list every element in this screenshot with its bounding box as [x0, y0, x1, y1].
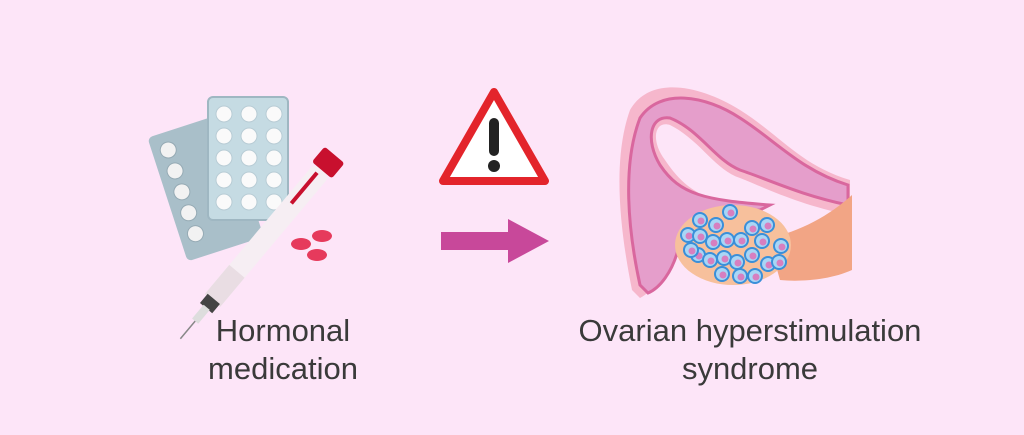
tablet	[215, 149, 233, 167]
tablet	[186, 225, 204, 243]
follicle	[773, 238, 789, 254]
follicle	[732, 268, 748, 284]
follicle	[716, 250, 732, 266]
right-arrow-icon	[441, 219, 549, 263]
tablet	[265, 127, 283, 145]
label-line-1: Hormonal	[215, 313, 351, 348]
tablet	[240, 171, 258, 189]
tablet	[215, 105, 233, 123]
tablet	[215, 193, 233, 211]
tablet	[215, 127, 233, 145]
tablet	[265, 171, 283, 189]
follicle	[744, 220, 760, 236]
hormonal-medication-label: Hormonal medication	[163, 312, 403, 388]
tablet	[265, 193, 283, 211]
tablet	[240, 193, 258, 211]
warning-triangle-icon	[439, 88, 549, 185]
label-line-1: Ovarian hyperstimulation	[578, 313, 922, 348]
tablet	[240, 105, 258, 123]
follicle	[714, 266, 730, 282]
follicle	[719, 232, 735, 248]
follicle	[705, 234, 721, 250]
tablet	[265, 105, 283, 123]
follicle	[708, 217, 724, 233]
follicle	[683, 242, 699, 258]
follicle	[759, 217, 775, 233]
follicle	[692, 228, 708, 244]
follicle	[722, 204, 738, 220]
follicle	[771, 254, 787, 270]
label-line-2: medication	[208, 351, 358, 386]
tablet	[265, 149, 283, 167]
follicle	[744, 247, 760, 263]
loose-pills-icon	[291, 230, 332, 261]
follicle	[733, 232, 749, 248]
tablet	[215, 171, 233, 189]
tablet	[173, 183, 191, 201]
tablet	[159, 141, 177, 159]
follicle	[729, 254, 745, 270]
pills-and-injection-pen-icon	[148, 96, 344, 340]
follicle	[680, 227, 696, 243]
follicle	[754, 233, 770, 249]
tablet	[166, 162, 184, 180]
tablet	[240, 127, 258, 145]
follicle	[692, 212, 708, 228]
follicle	[747, 268, 763, 284]
uterus-with-enlarged-ovary-icon	[619, 87, 852, 298]
tablet	[240, 149, 258, 167]
ohss-label: Ovarian hyperstimulation syndrome	[560, 312, 940, 388]
label-line-2: syndrome	[681, 351, 819, 386]
follicle	[702, 252, 718, 268]
follicles	[680, 204, 789, 284]
injection-pen-icon	[179, 147, 344, 340]
tablet	[180, 204, 198, 222]
